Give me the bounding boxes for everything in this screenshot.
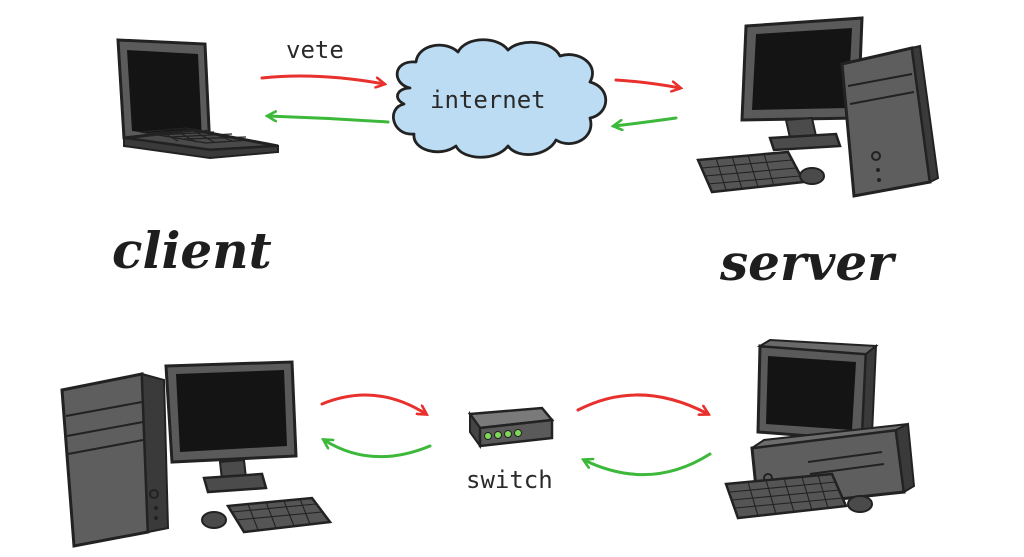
- response-arrow-right-to-switch: [584, 452, 712, 477]
- response-arrow-cloud-to-client: [268, 116, 390, 124]
- vete-label: vete: [286, 36, 344, 64]
- desktop-tower-icon: [696, 16, 940, 198]
- desktop-tower-icon: [60, 360, 333, 548]
- desktop-tower-icon: [724, 338, 916, 520]
- request-arrow-left-to-switch: [320, 393, 426, 414]
- switch-led: [484, 432, 492, 440]
- request-arrow-switch-to-right: [576, 393, 708, 414]
- switch-led: [514, 429, 522, 437]
- switch-led: [494, 431, 502, 439]
- server-label: server: [719, 233, 897, 292]
- client-label: client: [112, 221, 272, 280]
- internet-label: internet: [430, 86, 546, 114]
- cloud-icon: [392, 38, 608, 159]
- laptop-icon: [116, 38, 279, 160]
- switch-label: switch: [466, 466, 553, 494]
- response-arrow-server-to-cloud: [614, 116, 678, 126]
- request-arrow-client-to-cloud: [260, 74, 384, 84]
- response-arrow-switch-to-left: [324, 440, 432, 459]
- request-arrow-cloud-to-server: [614, 78, 680, 88]
- network-switch-icon: [467, 406, 555, 450]
- switch-led: [504, 430, 512, 438]
